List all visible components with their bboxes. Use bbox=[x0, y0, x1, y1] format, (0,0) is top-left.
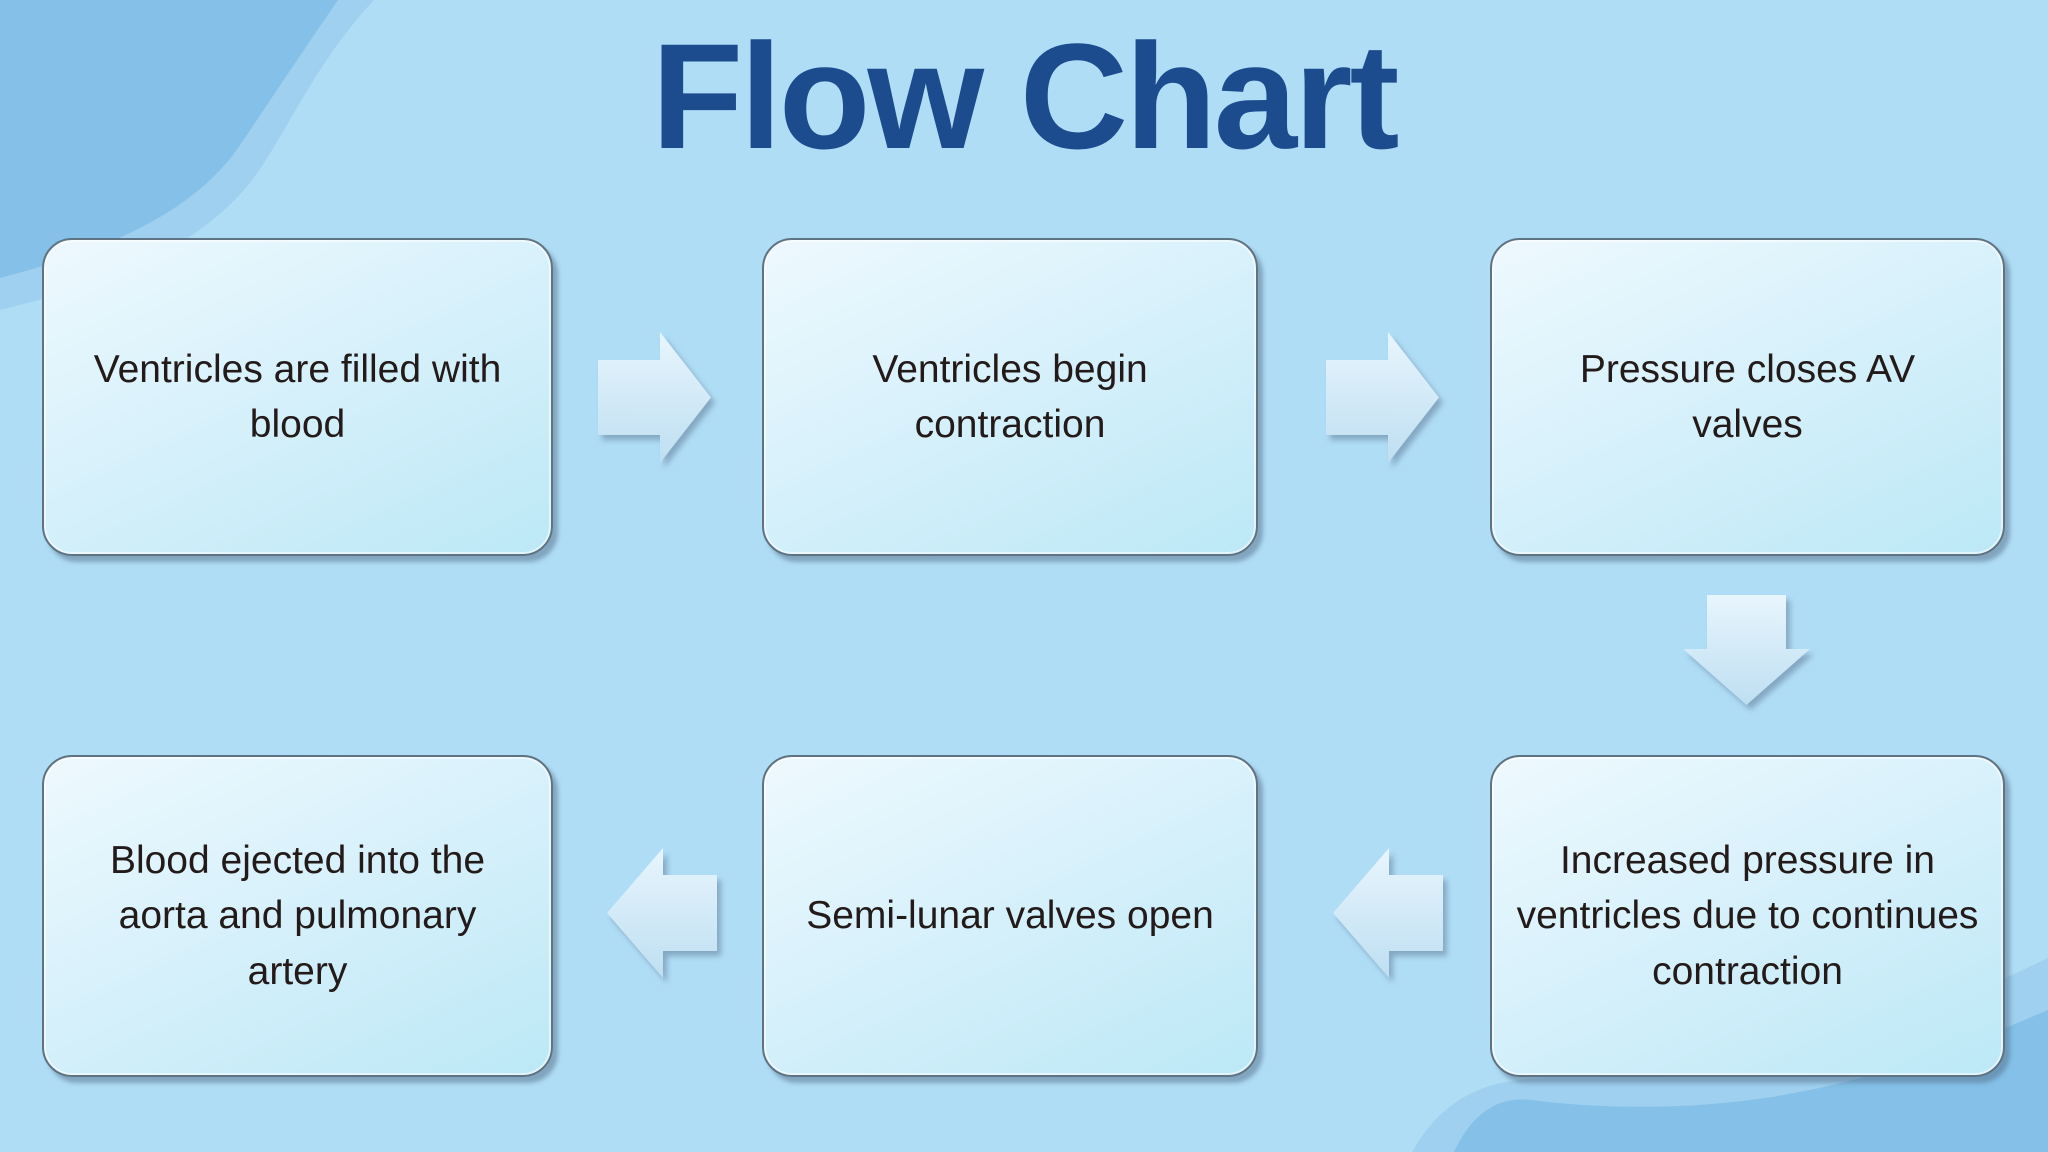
flow-node-semilunar-valves-open-label: Semi-lunar valves open bbox=[806, 894, 1214, 938]
flow-arrow-left-2 bbox=[607, 848, 717, 978]
flow-node-blood-ejected-label: Blood ejected into the aorta and pulmona… bbox=[109, 838, 486, 993]
flow-arrow-right-2 bbox=[1326, 332, 1439, 463]
flow-node-ventricles-begin-contraction-label: Ventricles begin contraction bbox=[872, 347, 1148, 446]
flow-node-ventricles-filled: Ventricles are filled with blood bbox=[42, 238, 553, 556]
wave-bottom-right-dark bbox=[1454, 1010, 2048, 1152]
arrow-left-icon bbox=[607, 848, 717, 978]
flow-node-increased-pressure: Increased pressure in ventricles due to … bbox=[1490, 755, 2005, 1077]
arrow-left-icon bbox=[1333, 848, 1443, 978]
flow-node-increased-pressure-label: Increased pressure in ventricles due to … bbox=[1516, 838, 1979, 993]
flow-node-ventricles-filled-label: Ventricles are filled with blood bbox=[93, 347, 502, 446]
flow-arrow-left-1 bbox=[1333, 848, 1443, 978]
flow-node-semilunar-valves-open: Semi-lunar valves open bbox=[762, 755, 1258, 1077]
wave-top-left-dark bbox=[0, 0, 338, 278]
flow-arrow-down bbox=[1683, 595, 1810, 705]
arrow-down-icon bbox=[1683, 595, 1810, 705]
flow-node-blood-ejected: Blood ejected into the aorta and pulmona… bbox=[42, 755, 553, 1077]
flow-node-pressure-closes-av-valves-label: Pressure closes AV valves bbox=[1579, 347, 1916, 446]
flow-arrow-right-1 bbox=[598, 332, 711, 463]
flow-node-pressure-closes-av-valves: Pressure closes AV valves bbox=[1490, 238, 2005, 556]
page-title: Flow Chart bbox=[651, 12, 1400, 180]
flow-node-ventricles-begin-contraction: Ventricles begin contraction bbox=[762, 238, 1258, 556]
arrow-right-icon bbox=[598, 332, 711, 463]
arrow-right-icon bbox=[1326, 332, 1439, 463]
